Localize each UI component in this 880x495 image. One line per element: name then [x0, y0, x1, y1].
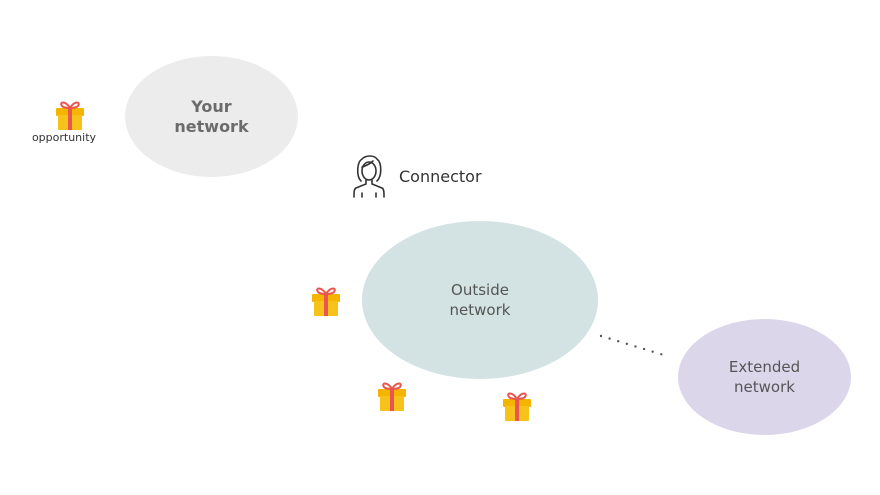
- gift-icon: [375, 377, 409, 413]
- your-network-label: Your network: [174, 96, 249, 136]
- extended-network-node: Extended network: [678, 319, 851, 435]
- gift-icon: [53, 96, 87, 132]
- gift-icon: [500, 387, 534, 423]
- connector-label: Connector: [399, 166, 482, 186]
- person-icon: [353, 155, 385, 198]
- your-network-node: Your network: [125, 56, 298, 177]
- gift-icon: [309, 282, 343, 318]
- outside-network-node: Outside network: [362, 221, 598, 379]
- connector: Connector: [352, 154, 482, 198]
- extended-network-label: Extended network: [728, 358, 801, 396]
- outside-network-label: Outside network: [449, 281, 511, 319]
- opportunity-label: opportunity: [31, 131, 97, 144]
